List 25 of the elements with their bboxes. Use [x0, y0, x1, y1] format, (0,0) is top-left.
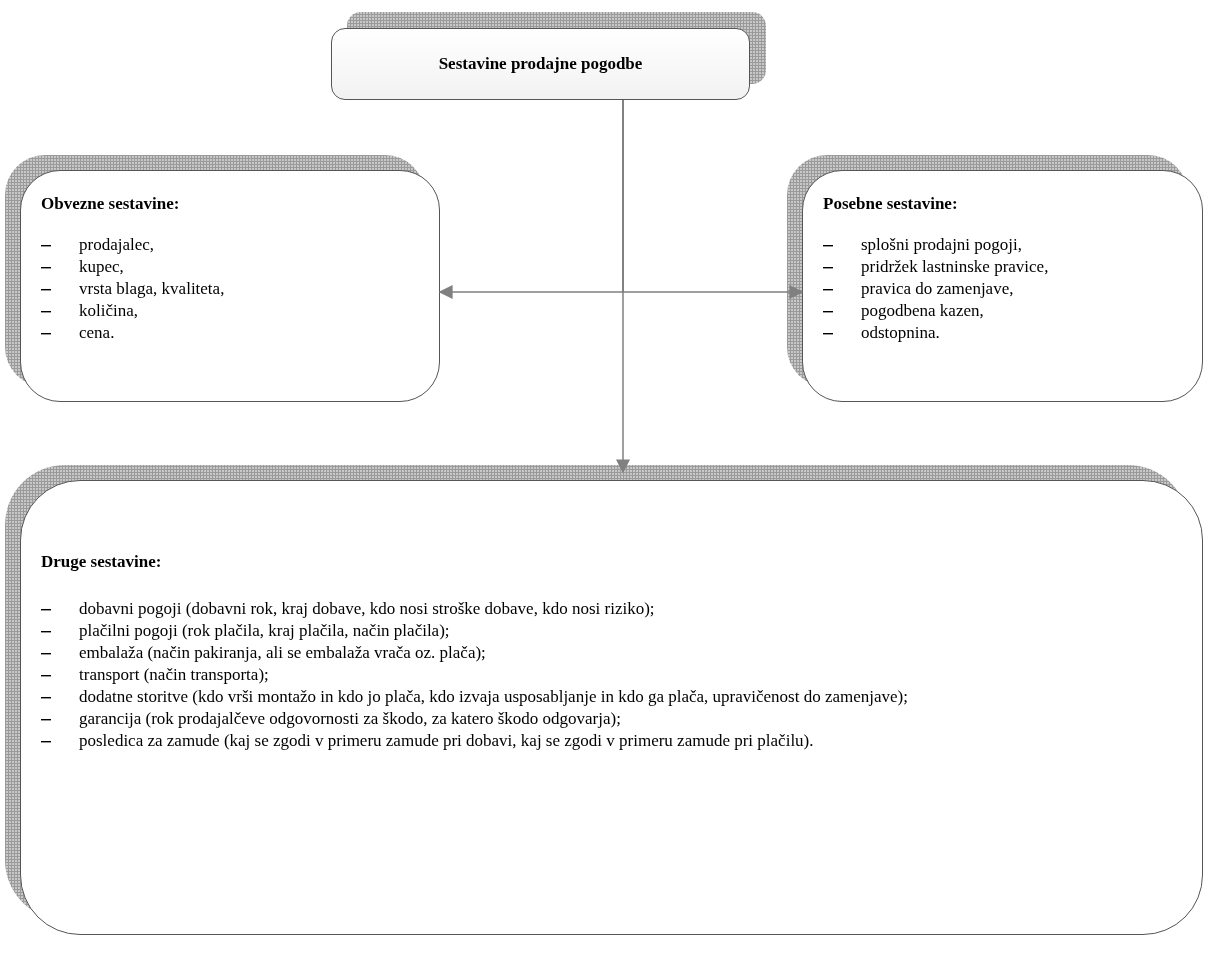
list-item: vrsta blaga, kvaliteta,: [79, 278, 225, 300]
list-item: prodajalec,: [79, 234, 155, 256]
box-heading: Posebne sestavine:: [823, 193, 959, 215]
content-box: [20, 480, 1203, 935]
list-item: kupec,: [79, 256, 124, 278]
list-item: embalaža (način pakiranja, ali se embalaža vrača oz. plača);: [79, 642, 486, 664]
list-item: odstopnina.: [861, 322, 940, 344]
list-item: dodatne storitve (kdo vrši montažo in kdo jo plača, kdo izvaja usposabljanje in kdo ga plača, upravičenost do zamenjave);: [79, 686, 908, 708]
box-heading: Obvezne sestavine:: [41, 193, 181, 215]
list-item: pridržek lastninske pravice,: [861, 256, 1049, 278]
content-box: [802, 170, 1203, 402]
title-box: [331, 28, 750, 100]
list-item: garancija (rok prodajalčeve odgovornosti za škodo, za katero škodo odgovarja);: [79, 708, 621, 730]
list-item: transport (način transporta);: [79, 664, 269, 686]
box-heading: Druge sestavine:: [41, 551, 163, 573]
list-item: dobavni pogoji (dobavni rok, kraj dobave, kdo nosi stroške dobave, kdo nosi riziko);: [79, 598, 655, 620]
list-item: cena.: [79, 322, 115, 344]
list-item: pogodbena kazen,: [861, 300, 984, 322]
list-item: plačilni pogoji (rok plačila, kraj plačila, način plačila);: [79, 620, 450, 642]
list-item: pravica do zamenjave,: [861, 278, 1014, 300]
content-box: [20, 170, 440, 402]
list-item: posledica za zamude (kaj se zgodi v primeru zamude pri dobavi, kaj se zgodi v primeru zamude pri plačilu).: [79, 730, 814, 752]
box-heading: Sestavine prodajne pogodbe: [438, 53, 643, 75]
list-item: splošni prodajni pogoji,: [861, 234, 1023, 256]
list-item: količina,: [79, 300, 138, 322]
